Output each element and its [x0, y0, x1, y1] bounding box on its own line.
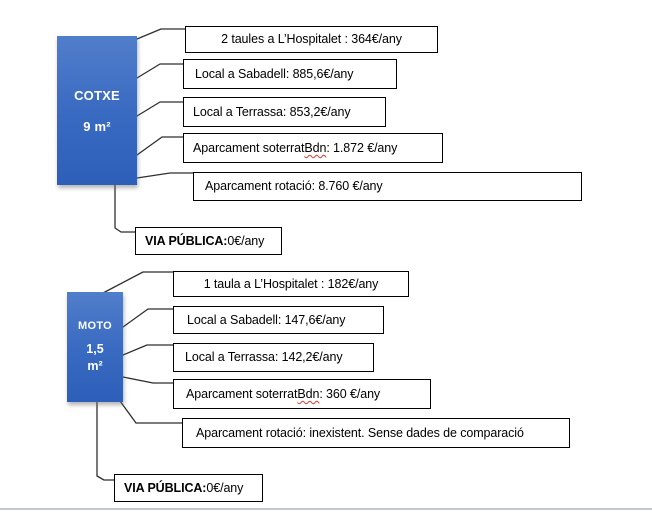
via-publica-box-moto: VIA PÚBLICA: 0€/any [114, 474, 263, 502]
cost-text: Local a Terrassa: 142,2€/any [185, 350, 343, 365]
connector-line [136, 101, 184, 117]
vehicle-node-cotxe: COTXE 9 m² [57, 36, 137, 185]
vehicle-node-moto: MOTO 1,5 m² [67, 292, 123, 402]
via-publica-value: 0€/any [206, 480, 244, 495]
via-publica-label: VIA PÚBLICA: [124, 480, 207, 495]
connector-line [136, 172, 194, 179]
cost-box-cotxe-terrassa: Local a Terrassa: 853,2€/any [183, 97, 386, 127]
cost-text: Local a Sabadell: 147,6€/any [187, 312, 346, 327]
connector-line [114, 183, 136, 233]
cost-text-pre: Aparcament soterrat [193, 140, 305, 155]
cost-text: 1 taula a L’Hospitalet : 182€/any [203, 276, 379, 291]
via-publica-label: VIA PÚBLICA: [145, 233, 228, 248]
connector-line [122, 344, 174, 356]
cost-text: Local a Sabadell: 885,6€/any [195, 66, 354, 81]
vehicle-size-moto-line1: 1,5 [86, 342, 104, 357]
via-publica-box-cotxe: VIA PÚBLICA: 0€/any [135, 227, 282, 255]
cost-box-moto-soterrat: Aparcament soterrat Bdn: 360 €/any [173, 379, 431, 409]
misspelled-word: Bdn [297, 386, 320, 401]
cost-text-post: : 1.872 €/any [326, 140, 398, 155]
cost-text-post: : 360 €/any [319, 386, 381, 401]
cost-text-pre: Aparcament soterrat [186, 386, 298, 401]
connector-line [122, 308, 174, 328]
vehicle-title-cotxe: COTXE [74, 87, 120, 103]
cost-box-cotxe-hospitalet: 2 taules a L’Hospitalet : 364€/any [185, 26, 438, 53]
cost-box-moto-sabadell: Local a Sabadell: 147,6€/any [173, 306, 384, 334]
cost-text: Local a Terrassa: 853,2€/any [193, 104, 351, 119]
connector-line [96, 400, 115, 481]
vehicle-size-cotxe: 9 m² [83, 118, 111, 134]
cost-box-moto-terrassa: Local a Terrassa: 142,2€/any [173, 343, 374, 372]
cost-box-moto-rotacio: Aparcament rotació: inexistent. Sense da… [182, 418, 570, 448]
cost-box-cotxe-rotacio: Aparcament rotació: 8.760 €/any [193, 172, 582, 201]
cost-box-cotxe-soterrat: Aparcament soterrat Bdn: 1.872 €/any [183, 133, 443, 163]
cost-text: Aparcament rotació: 8.760 €/any [205, 179, 383, 194]
connector-line [136, 63, 184, 79]
bottom-divider [0, 508, 652, 510]
via-publica-value: 0€/any [227, 233, 265, 248]
connector-line [122, 376, 174, 384]
vehicle-size-moto-line2: m² [87, 358, 103, 373]
cost-text: 2 taules a L’Hospitalet : 364€/any [221, 32, 402, 47]
vehicle-title-moto: MOTO [78, 320, 112, 333]
connector-line [136, 136, 184, 156]
cost-text: Aparcament rotació: inexistent. Sense da… [196, 425, 524, 440]
misspelled-word: Bdn [304, 140, 327, 155]
cost-box-moto-hospitalet: 1 taula a L’Hospitalet : 182€/any [173, 271, 409, 297]
connector-line [102, 271, 174, 294]
cost-box-cotxe-sabadell: Local a Sabadell: 885,6€/any [183, 59, 397, 89]
connector-line [136, 28, 186, 40]
